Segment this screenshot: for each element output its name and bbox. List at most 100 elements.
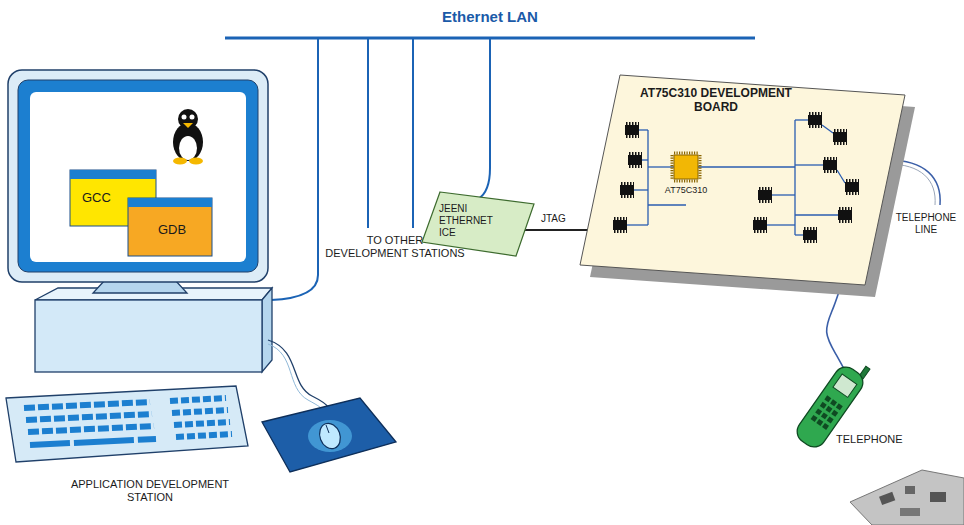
computer-case-part xyxy=(262,288,272,372)
computer-case xyxy=(35,288,272,372)
penguin-logo-part xyxy=(173,158,187,165)
keyboard-part xyxy=(24,402,150,408)
line-label: TELEPHONE LINE xyxy=(893,212,959,236)
window-body xyxy=(128,198,212,256)
phone-key xyxy=(821,412,828,419)
ic-pins xyxy=(629,165,642,168)
node-label: GCC xyxy=(82,190,111,206)
keyboard-part xyxy=(174,422,230,425)
network-label: Ethernet LAN xyxy=(420,8,560,26)
node-label: JEENI ETHERNET ICE xyxy=(439,203,501,239)
penguin-logo xyxy=(173,109,203,165)
chip-body xyxy=(674,155,698,179)
board-photo-part xyxy=(930,492,946,502)
board-trace xyxy=(647,130,648,225)
ic-pins xyxy=(809,112,822,115)
ic-pins xyxy=(804,227,817,230)
ic-pins xyxy=(846,179,859,182)
ic-pins xyxy=(621,182,634,185)
keyboard-part xyxy=(172,410,228,413)
mouse-pad xyxy=(262,398,396,472)
node-label: AT75C310 DEVELOPMENT BOARD xyxy=(630,86,802,115)
board-trace xyxy=(627,224,648,225)
keyboard-part xyxy=(170,398,226,401)
board-trace xyxy=(822,125,833,133)
phone-key xyxy=(822,423,829,430)
ic-body xyxy=(838,210,852,220)
ic-chip xyxy=(823,159,837,172)
ic-pins xyxy=(754,217,767,220)
ic-pins xyxy=(804,240,817,243)
ic-pins xyxy=(759,200,772,203)
ic-body xyxy=(808,115,822,125)
phone-key xyxy=(815,408,822,415)
phone-key xyxy=(830,399,837,406)
ic-body xyxy=(613,220,627,230)
phone-key xyxy=(836,403,843,410)
window-title-bar xyxy=(128,198,212,207)
board-photo-part xyxy=(900,508,920,516)
telephone: TELEPHONE xyxy=(790,355,910,460)
ice-housing xyxy=(422,192,534,256)
keyboard-part xyxy=(176,434,232,437)
mouse-pad-part xyxy=(316,420,344,451)
monitor-part xyxy=(8,70,268,282)
ic-body xyxy=(833,132,847,142)
ic-pins xyxy=(626,135,639,138)
ethernet-bus-part xyxy=(478,38,490,199)
ic-pins xyxy=(846,192,859,195)
development-board-shape xyxy=(580,75,905,285)
board-photo xyxy=(850,470,964,525)
penguin-logo-part xyxy=(190,115,195,120)
ic-pins xyxy=(824,157,837,160)
ethernet-bus-part xyxy=(271,38,318,300)
board-outline xyxy=(580,75,905,285)
board-photo-part xyxy=(905,486,915,494)
ic-chip xyxy=(625,124,639,137)
phone-key xyxy=(816,419,823,426)
board-trace xyxy=(795,164,823,165)
phone-key xyxy=(831,410,838,417)
keyboard-part xyxy=(28,426,154,432)
monitor xyxy=(8,70,268,293)
phone-screen xyxy=(833,374,857,397)
phone-key xyxy=(820,402,827,409)
phone-cord xyxy=(827,282,848,377)
monitor-part xyxy=(30,92,246,262)
board-trace xyxy=(767,224,795,225)
window-title-bar xyxy=(70,170,156,179)
ethernet-bus-part xyxy=(412,38,414,228)
ic-pins xyxy=(614,230,627,233)
ic-chip xyxy=(845,181,859,194)
ic-chip xyxy=(838,209,852,222)
node-label: TELEPHONE xyxy=(836,433,903,446)
gdb-window: GDB xyxy=(128,198,212,256)
ic-chip xyxy=(758,189,772,202)
jtag-cable xyxy=(524,229,592,231)
ic-chip xyxy=(613,219,627,232)
ic-body xyxy=(753,220,767,230)
ic-body xyxy=(758,190,772,200)
keyboard-part xyxy=(26,414,152,420)
node-label: AT75C310 xyxy=(656,185,716,196)
ethernet-ice-box: JEENI ETHERNET ICE xyxy=(422,192,534,256)
mouse-pad-part xyxy=(308,420,352,452)
monitor-part xyxy=(18,80,258,272)
ic-pins xyxy=(839,220,852,223)
phone-key xyxy=(825,406,832,413)
ic-chip xyxy=(620,184,634,197)
board-photo-part xyxy=(850,470,964,525)
ethernet-bus-part xyxy=(367,38,369,228)
ic-pins xyxy=(839,207,852,210)
processor-chip: AT75C310 xyxy=(656,151,720,201)
phone-key xyxy=(811,415,818,422)
ic-pins xyxy=(809,125,822,128)
development-board: AT75C310 AT75C310 DEVELOPMENT BOARD xyxy=(580,75,905,285)
keyboard-part xyxy=(6,386,248,462)
ic-chip xyxy=(803,229,817,242)
board-trace xyxy=(772,194,795,195)
ic-pins xyxy=(621,195,634,198)
node-label: GDB xyxy=(158,222,186,238)
ic-pins xyxy=(834,142,847,145)
